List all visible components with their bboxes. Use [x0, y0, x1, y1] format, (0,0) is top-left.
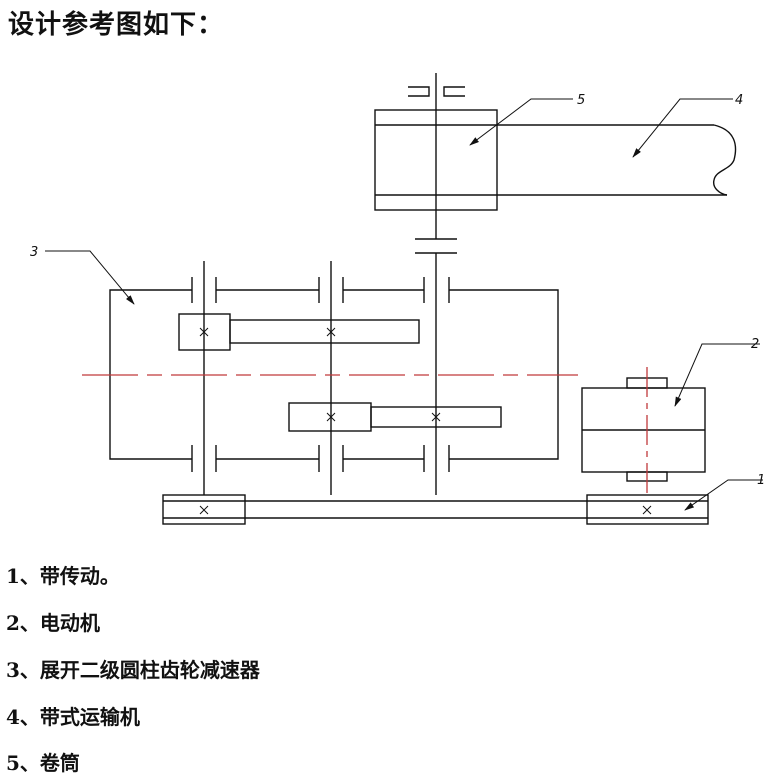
legend-item-conveyor: 4、带式运输机	[6, 705, 140, 729]
legend-item-belt-drive: 1、带传动。	[6, 564, 120, 588]
gear-2	[370, 406, 502, 428]
page-title: 设计参考图如下：	[8, 10, 225, 40]
callout-leaders	[45, 98, 763, 511]
bearings-top	[191, 277, 450, 303]
callout-1: 1	[757, 473, 765, 488]
center-lines	[82, 367, 648, 495]
legend-item-reducer: 3、展开二级圆柱齿轮减速器	[6, 658, 260, 682]
legend-item-motor: 2、电动机	[6, 611, 100, 635]
gear-center-marks	[199, 327, 441, 422]
callout-3: 3	[30, 245, 38, 260]
pinion-2	[288, 402, 372, 432]
gear-1	[229, 319, 420, 344]
belt-drive	[162, 494, 709, 525]
callout-5: 5	[577, 93, 585, 108]
bearings-bottom	[191, 445, 450, 472]
coupling	[415, 238, 457, 254]
legend-item-drum: 5、卷筒	[6, 751, 80, 775]
electric-motor	[581, 377, 706, 482]
transmission-scheme-diagram: 5 4 3 2 1	[30, 73, 765, 525]
drum-bearing	[408, 86, 465, 97]
conveyor-belt	[497, 124, 737, 196]
callout-4: 4	[735, 93, 743, 108]
callout-2: 2	[751, 337, 759, 352]
